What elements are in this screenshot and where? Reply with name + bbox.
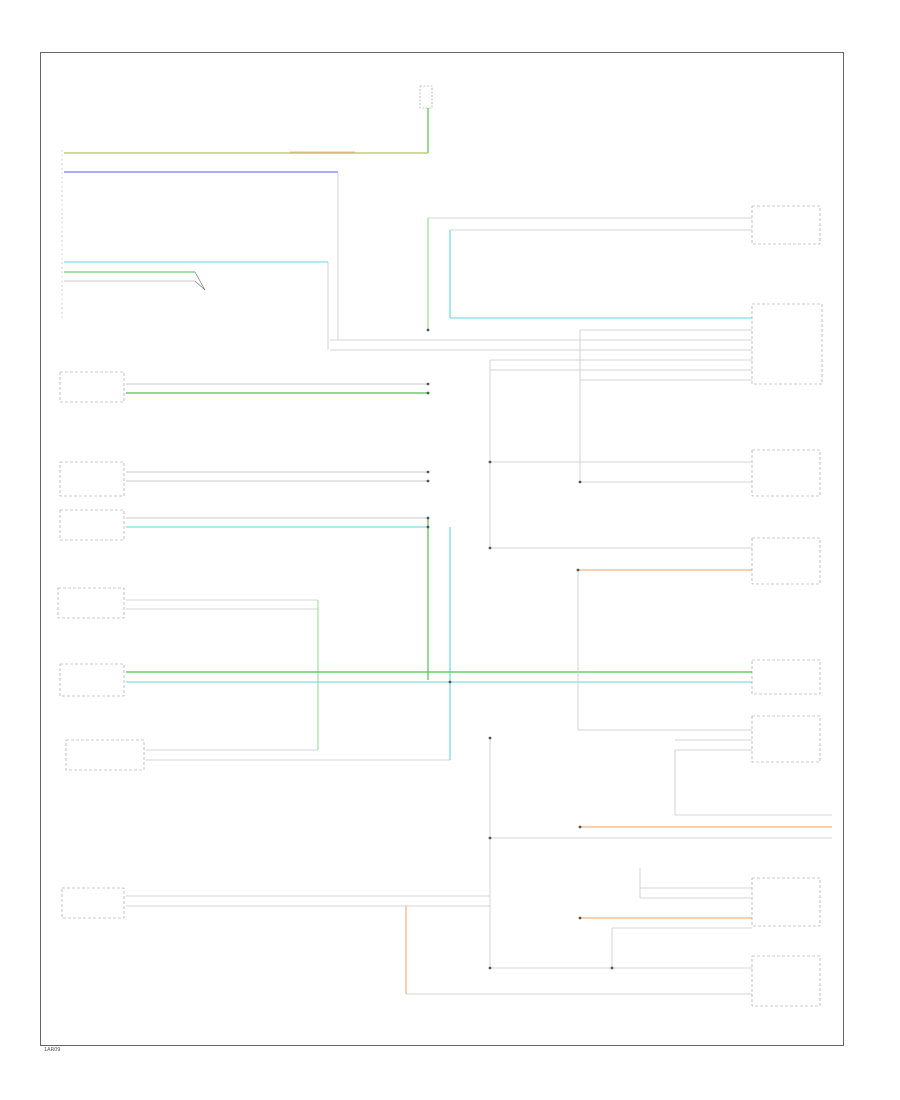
component-bottom-right-2 <box>751 955 821 1007</box>
figure-code: 1AR09 <box>44 1047 61 1053</box>
component-right-4 <box>751 659 821 695</box>
top-connector <box>419 85 433 153</box>
component-bottom-right-1 <box>751 877 821 927</box>
component-module-right <box>751 303 823 385</box>
splice-points <box>426 328 614 970</box>
diagram-frame <box>40 52 844 1046</box>
component-right-5 <box>751 715 821 763</box>
wire-ground-branch <box>194 271 206 291</box>
left-sensor-5 <box>59 663 752 697</box>
left-sensor-6 <box>65 739 450 771</box>
component-top-right <box>751 205 821 245</box>
component-right-2 <box>751 449 821 497</box>
left-sensor-2 <box>59 461 428 497</box>
left-sensor-4 <box>57 587 319 750</box>
left-sensor-1 <box>59 371 428 403</box>
bottom-left-connector <box>61 887 490 919</box>
left-sensor-3 <box>59 509 428 541</box>
component-right-3 <box>751 537 821 585</box>
